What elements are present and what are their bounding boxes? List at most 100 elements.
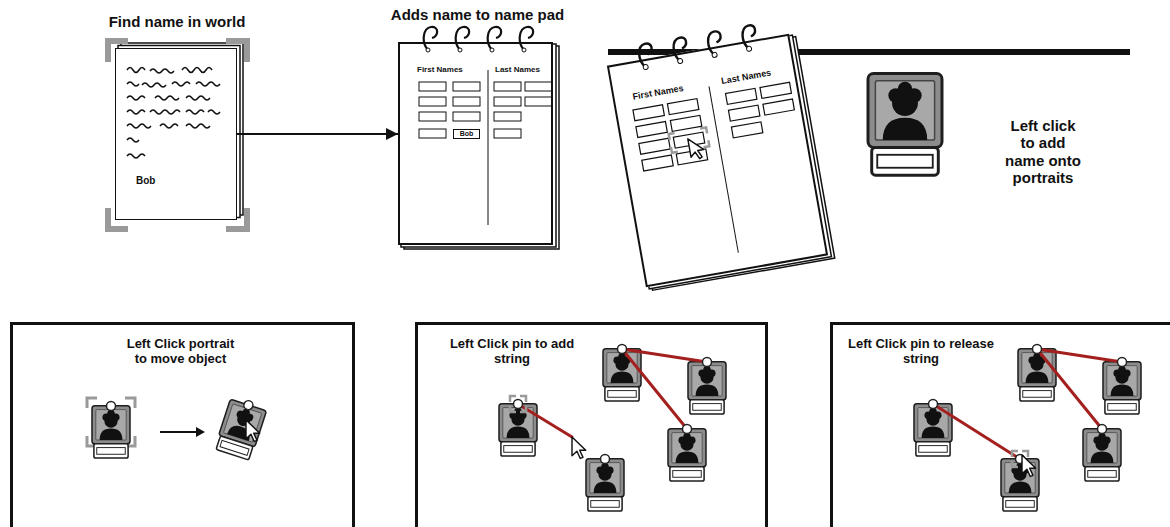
red-strings xyxy=(933,349,1122,459)
pin xyxy=(1033,345,1042,354)
empty-slot xyxy=(670,115,701,131)
empty-slot xyxy=(525,82,552,91)
red-strings xyxy=(518,349,707,437)
portrait-icon xyxy=(214,399,266,460)
mouse-cursor xyxy=(246,420,260,441)
move-arrow xyxy=(160,431,197,433)
move-arrow-head xyxy=(196,427,205,437)
empty-slot xyxy=(760,82,791,98)
pin xyxy=(243,400,254,411)
empty-slot xyxy=(633,105,664,121)
binding-hole xyxy=(458,48,462,52)
binding-hole xyxy=(522,48,526,52)
pins xyxy=(929,345,1127,464)
found-name: Bob xyxy=(136,175,196,187)
red-string xyxy=(622,349,687,429)
red-string xyxy=(1037,349,1102,429)
pin xyxy=(1098,425,1107,434)
empty-slot xyxy=(494,129,521,138)
instruction-note: Left click to add name onto portraits xyxy=(1003,117,1083,186)
pin xyxy=(1118,358,1127,367)
pin xyxy=(514,400,523,409)
pin xyxy=(107,402,116,411)
portrait-icon xyxy=(688,362,726,414)
empty-slot xyxy=(731,122,762,138)
mouse-cursor xyxy=(572,437,586,458)
column-header: First Names xyxy=(632,78,713,102)
red-string xyxy=(1037,349,1122,362)
mouse-cursor xyxy=(1022,455,1036,476)
portrait-icon xyxy=(1103,362,1141,414)
empty-slot xyxy=(642,155,673,171)
column-header: First Names xyxy=(417,65,487,74)
binding-hole xyxy=(677,58,683,64)
empty-slot xyxy=(728,105,759,121)
empty-slot xyxy=(419,129,446,138)
pin xyxy=(929,400,938,409)
spiral-binding xyxy=(637,25,758,68)
empty-slot xyxy=(763,99,794,115)
portrait-icon xyxy=(1083,429,1121,481)
empty-slot xyxy=(419,112,446,121)
instruction-panel: Left Click pin to release string xyxy=(830,322,1170,527)
focus-brackets xyxy=(108,41,247,229)
empty-slot xyxy=(494,82,521,91)
empty-slot xyxy=(419,82,446,91)
spiral-binding xyxy=(424,27,533,50)
empty-slot xyxy=(639,138,670,154)
binding-hole xyxy=(490,48,494,52)
instruction-panel: Left Click portrait to move object xyxy=(10,322,355,527)
red-string xyxy=(933,404,1020,459)
binding-hole xyxy=(426,48,430,52)
pin xyxy=(601,455,610,464)
slot-name: Bob xyxy=(454,130,479,138)
front-page xyxy=(607,34,828,288)
empty-slot xyxy=(726,88,757,104)
tilted-pad-art xyxy=(604,18,834,292)
empty-slot xyxy=(453,97,480,106)
portrait-icon xyxy=(92,406,130,458)
column-header: Last Names xyxy=(495,65,555,74)
pin xyxy=(683,425,692,434)
empty-slot xyxy=(494,112,521,121)
empty-slot xyxy=(667,99,698,115)
empty-slot xyxy=(494,97,521,106)
red-string xyxy=(622,349,707,362)
scribble-text xyxy=(127,68,220,159)
name-slot: Bob xyxy=(453,129,480,139)
portrait-icon xyxy=(603,349,641,401)
instruction-text: Left Click pin to release string xyxy=(841,337,1001,367)
focus-brackets xyxy=(510,396,526,412)
flow-arrow xyxy=(237,133,398,135)
instruction-text: Left Click portrait to move object xyxy=(123,337,238,367)
pin xyxy=(618,345,627,354)
empty-slot xyxy=(453,112,480,121)
pin xyxy=(703,358,712,367)
front-page xyxy=(115,48,237,220)
portrait-icon xyxy=(1018,349,1056,401)
portrait-icon xyxy=(668,429,706,481)
instruction-panel: Left Click pin to add string xyxy=(415,322,768,527)
pins xyxy=(514,345,712,464)
step-heading: Adds name to name pad xyxy=(360,6,595,23)
binding-hole xyxy=(643,64,649,70)
instruction-text: Left Click pin to add string xyxy=(442,337,582,367)
binding-hole xyxy=(712,52,718,58)
step-heading: Find name in world xyxy=(71,13,283,30)
column-divider xyxy=(488,70,489,225)
column-header: Last Names xyxy=(720,63,796,86)
empty-slot xyxy=(453,82,480,91)
name-pad: First Names Last Names xyxy=(607,34,828,288)
empty-slots xyxy=(419,82,552,138)
mouse-cursor xyxy=(688,136,705,160)
moved-portrait xyxy=(214,395,268,461)
document-page: Find name in worldBob xyxy=(115,48,237,220)
edge-group xyxy=(237,134,398,135)
empty-slot xyxy=(419,97,446,106)
portrait-icon xyxy=(868,73,942,175)
empty-slot xyxy=(525,97,552,106)
portrait-icon xyxy=(586,459,624,511)
